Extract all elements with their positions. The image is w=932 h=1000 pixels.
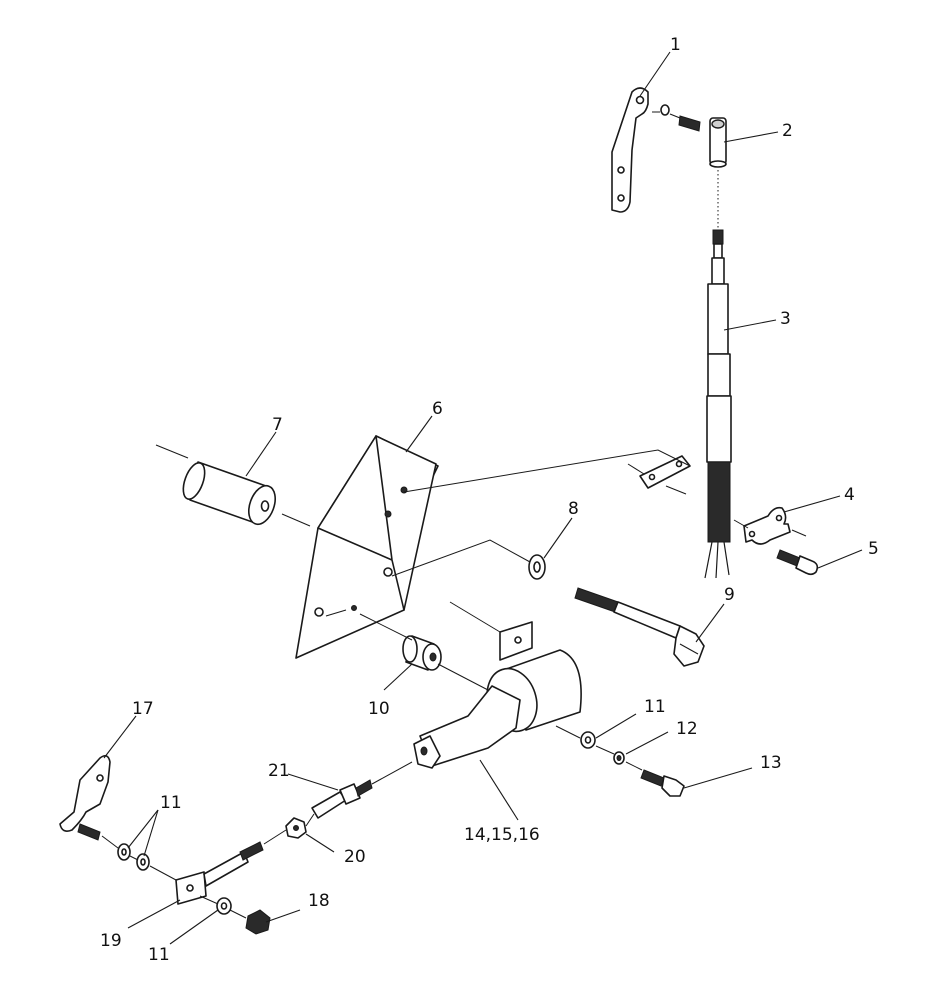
callout-11-bottom: 11 — [148, 945, 170, 965]
callout-7: 7 — [272, 415, 283, 435]
part-19-stud-bracket — [175, 841, 264, 905]
callout-10: 10 — [368, 699, 390, 719]
callout-14-15-16: 14,15,16 — [464, 825, 540, 845]
leader-lines — [103, 51, 863, 945]
callout-17: 17 — [132, 699, 154, 719]
part-11-washer-right — [580, 731, 596, 749]
callout-11-right: 11 — [644, 697, 666, 717]
part-20-nut — [285, 817, 307, 839]
part-8-washer — [528, 554, 546, 580]
part-10-short-spacer — [402, 635, 442, 671]
callout-11-left: 11 — [160, 793, 182, 813]
part-5-bolt — [776, 549, 819, 576]
part-13-bolt — [640, 769, 685, 797]
callout-labels: 1 2 3 4 5 6 7 8 9 10 11 12 13 14,15,16 1… — [100, 35, 879, 965]
callout-8: 8 — [568, 499, 579, 519]
part-12-lockwasher — [613, 751, 625, 765]
part-2-cable-clevis — [660, 104, 727, 168]
part-9-long-bolt — [574, 587, 705, 667]
part-4-cable-clamp — [639, 455, 791, 545]
part-11-washer-bottom — [216, 897, 232, 915]
part-11-washer-left-2 — [136, 853, 150, 871]
part-6-mounting-bracket — [295, 435, 439, 659]
part-21-rod-end — [311, 761, 413, 819]
callout-3: 3 — [780, 309, 791, 329]
assembly-lines — [101, 111, 807, 919]
callout-9: 9 — [724, 585, 735, 605]
callout-13: 13 — [760, 753, 782, 773]
part-18-locknut — [245, 909, 271, 935]
part-11-washer-left-1 — [117, 843, 131, 861]
part-17-lever — [59, 754, 111, 841]
callout-5: 5 — [868, 539, 879, 559]
callout-20: 20 — [344, 847, 366, 867]
callout-21: 21 — [268, 761, 290, 781]
callout-4: 4 — [844, 485, 855, 505]
callout-12: 12 — [676, 719, 698, 739]
callout-18: 18 — [308, 891, 330, 911]
part-3-throttle-cable — [704, 229, 732, 579]
callout-19: 19 — [100, 931, 122, 951]
part-14-15-16-solenoid — [413, 621, 582, 769]
callout-1: 1 — [670, 35, 681, 55]
part-7-spacer-tube — [182, 461, 276, 526]
callout-2: 2 — [782, 121, 793, 141]
callout-6: 6 — [432, 399, 443, 419]
part-1-upper-bracket — [611, 87, 649, 213]
